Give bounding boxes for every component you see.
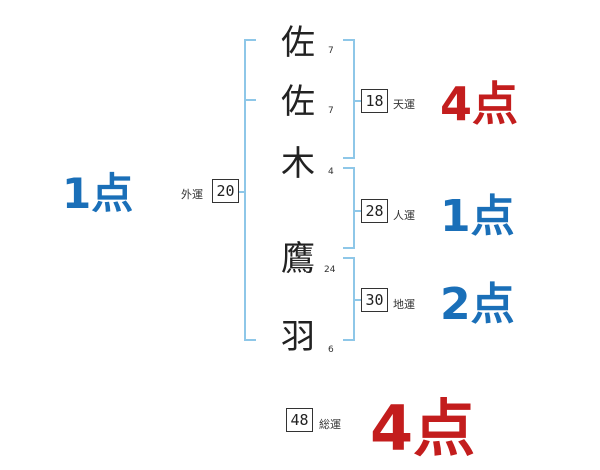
- person-bracket: [343, 167, 362, 249]
- name-char-2: 佐: [281, 82, 315, 122]
- jinkaku-score: 1点: [440, 191, 515, 242]
- name-char-5: 羽: [281, 317, 315, 357]
- tenkaku-label: 天運: [393, 98, 415, 111]
- heaven-bracket: [343, 39, 362, 159]
- name-char-1: 佐: [281, 23, 315, 63]
- soukaku-value-box: 48: [286, 408, 313, 432]
- gaikaku-score: 1点: [62, 169, 134, 218]
- gaikaku-label: 外運: [181, 188, 203, 201]
- stroke-count-5: 6: [328, 345, 334, 355]
- name-char-3: 木: [281, 144, 315, 184]
- gaikaku-value-box: 20: [212, 179, 239, 203]
- stroke-count-4: 24: [324, 265, 336, 275]
- jinkaku-value-box: 28: [361, 199, 388, 223]
- name-char-4: 鷹: [281, 239, 315, 279]
- stroke-count-3: 4: [328, 167, 334, 177]
- jinkaku-label: 人運: [393, 209, 415, 222]
- chikaku-value-box: 30: [361, 288, 388, 312]
- tenkaku-score: 4点: [440, 77, 519, 131]
- stroke-count-1: 7: [328, 46, 334, 56]
- chikaku-score: 2点: [440, 279, 515, 330]
- stroke-count-2: 7: [328, 106, 334, 116]
- earth-bracket: [343, 257, 362, 341]
- chikaku-label: 地運: [393, 298, 415, 311]
- tenkaku-value-box: 18: [361, 89, 388, 113]
- soukaku-score: 4点: [370, 392, 476, 465]
- soukaku-label: 総運: [319, 418, 341, 431]
